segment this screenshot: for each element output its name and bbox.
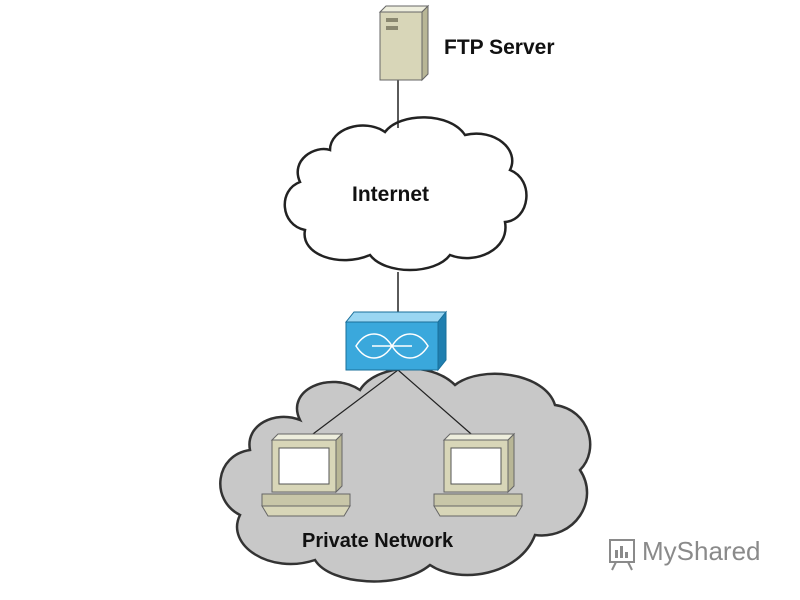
- internet-label: Internet: [352, 183, 430, 206]
- pc-left-icon: [261, 432, 351, 517]
- pc-right-icon: [433, 432, 523, 517]
- ftp-server-label: FTP Server: [444, 36, 555, 59]
- internet-cloud: [283, 116, 528, 272]
- private-network-label: Private Network: [302, 530, 454, 552]
- watermark: MyShared: [606, 536, 761, 567]
- watermark-logo-icon: [609, 539, 635, 571]
- connections: [304, 80, 479, 441]
- private-network-cloud: [219, 367, 592, 583]
- watermark-text: MyShared: [642, 536, 761, 566]
- firewall-icon: [344, 310, 448, 372]
- ftp-server-icon: [378, 4, 430, 82]
- link-firewall-pc-right: [397, 369, 479, 441]
- link-firewall-pc-left: [304, 369, 399, 441]
